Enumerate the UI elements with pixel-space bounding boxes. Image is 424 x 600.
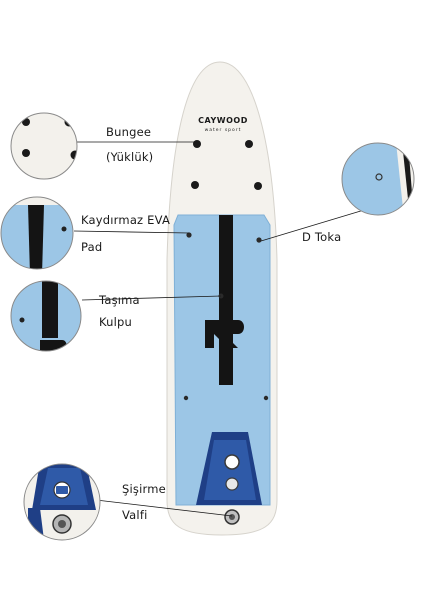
r-logo	[205, 320, 244, 348]
d-ring-zoom	[341, 142, 415, 216]
eva-pad-zoom	[0, 196, 74, 270]
d-ring	[186, 232, 192, 238]
eva-pad-label: Kaydırmaz EVA	[81, 213, 171, 227]
d-ring	[183, 395, 189, 401]
bungee-point	[254, 182, 262, 190]
handle-zoom	[10, 280, 82, 352]
bungee-point	[191, 181, 199, 189]
bungee-point	[245, 140, 253, 148]
eva-pad-sublabel: Pad	[81, 240, 103, 254]
bungee-sublabel: (Yüklük)	[106, 150, 154, 164]
bungee-label: Bungee	[106, 125, 152, 139]
handle-sublabel: Kulpu	[99, 315, 133, 329]
d-ring	[263, 395, 269, 401]
valve-sublabel: Valfi	[122, 508, 148, 522]
leader-lines	[73, 141, 365, 517]
brand-name: CAYWOOD	[198, 116, 248, 125]
valve-zoom	[23, 463, 101, 541]
brand-tagline: water sport	[205, 127, 242, 133]
d-ring	[256, 237, 262, 243]
paddle-board: CAYWOOD water sport	[166, 61, 278, 536]
handle-label: Taşıma	[99, 293, 140, 307]
valve-label: Şişirme	[122, 482, 166, 496]
center-stripe	[219, 215, 233, 385]
d-ring-label: D Toka	[302, 230, 342, 244]
bungee-zoom	[10, 112, 78, 180]
bungee-point	[193, 140, 201, 148]
